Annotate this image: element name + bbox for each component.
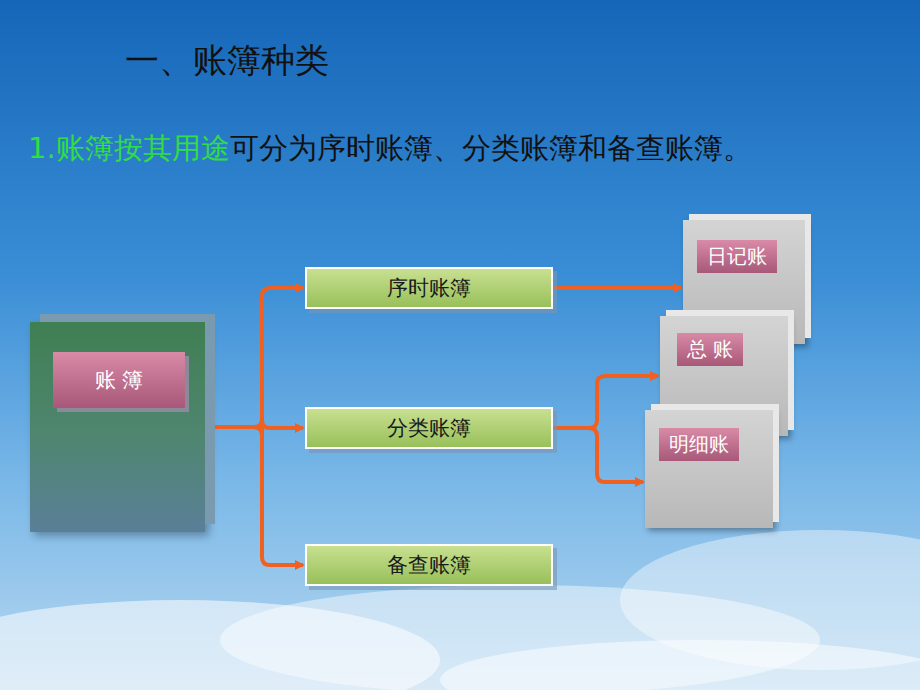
flow-arrow	[553, 428, 643, 482]
ledger-label: 账 簿	[53, 352, 185, 408]
slide-title: 一、账簿种类	[125, 38, 329, 84]
ledger-label: 日记账	[697, 240, 777, 273]
ledger-label: 明细账	[659, 428, 739, 461]
flow-arrow	[553, 376, 658, 428]
flow-arrow	[553, 286, 681, 290]
box-label: 序时账簿	[387, 274, 471, 302]
category-box: 分类账簿	[305, 407, 553, 449]
ledger-book: 账 簿	[30, 322, 205, 532]
flow-arrow	[213, 288, 303, 427]
box-label: 分类账簿	[387, 414, 471, 442]
intro-text: 可分为序时账簿、分类账簿和备查账簿。	[230, 131, 752, 165]
ledger-card: 明细账	[645, 410, 773, 528]
category-box: 备查账簿	[305, 544, 553, 586]
ledger-label: 总 账	[677, 333, 743, 366]
category-box: 序时账簿	[305, 267, 553, 309]
intro-sentence: 1.账簿按其用途可分为序时账簿、分类账簿和备查账簿。	[28, 126, 768, 170]
box-label: 备查账簿	[387, 551, 471, 579]
flow-arrow	[213, 427, 303, 565]
cloud	[440, 640, 920, 690]
intro-lead: 1.账簿按其用途	[28, 131, 230, 165]
